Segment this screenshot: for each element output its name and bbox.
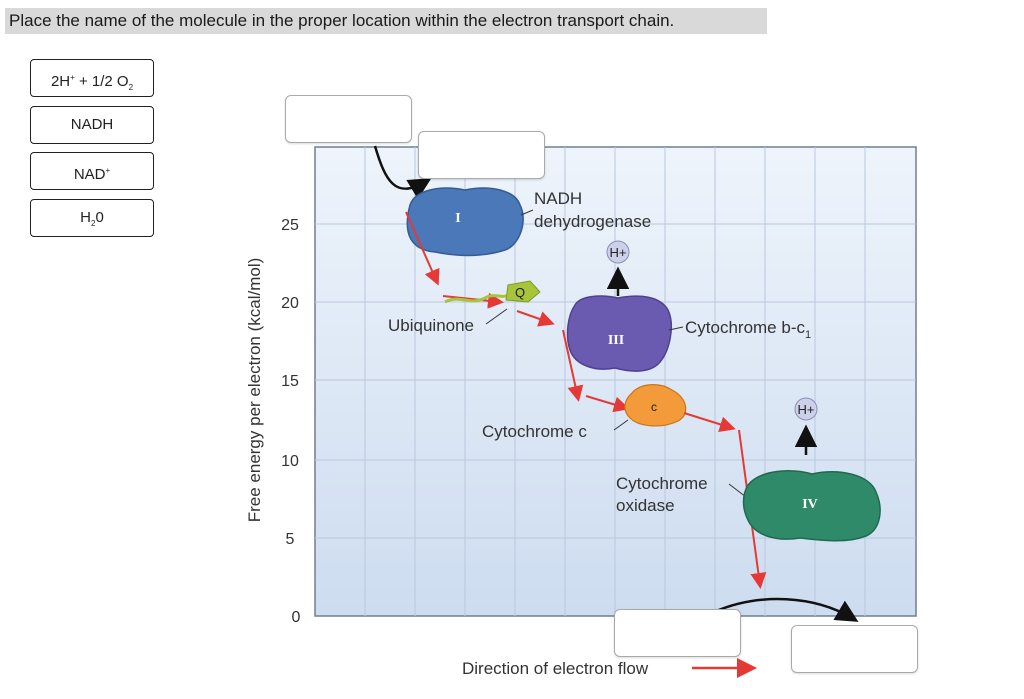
h-plus-label-1: H+ — [610, 245, 627, 260]
cytochrome-c-label: Cytochrome c — [482, 422, 587, 441]
ubiquinone-label: Ubiquinone — [388, 316, 474, 335]
drop-target-1[interactable] — [285, 95, 412, 143]
nadh-dehydrogenase-line2: dehydrogenase — [534, 212, 651, 231]
ytick-5: 5 — [286, 531, 295, 548]
ytick-10: 10 — [281, 453, 299, 470]
y-axis-label: Free energy per electron (kcal/mol) — [245, 258, 264, 523]
ytick-0: 0 — [292, 609, 301, 626]
ytick-20: 20 — [281, 295, 299, 312]
complex-iv-roman: IV — [802, 497, 818, 512]
ytick-25: 25 — [281, 217, 299, 234]
drop-target-3[interactable] — [614, 609, 741, 657]
complex-i-shape — [407, 188, 523, 255]
complex-iii-roman: III — [608, 333, 624, 348]
ytick-15: 15 — [281, 373, 299, 390]
q-label: Q — [515, 285, 525, 300]
cytochrome-oxidase-line1: Cytochrome — [616, 474, 708, 493]
drop-target-2[interactable] — [418, 131, 545, 179]
h-plus-label-2: H+ — [798, 402, 815, 417]
drop-target-4[interactable] — [791, 625, 918, 673]
cytochrome-bc1-text: Cytochrome b-c — [685, 318, 805, 337]
c-label: c — [651, 400, 657, 414]
direction-label: Direction of electron flow — [462, 659, 649, 678]
complex-i-roman: I — [455, 211, 460, 226]
cytochrome-bc1-sub: 1 — [805, 329, 811, 341]
cytochrome-oxidase-line2: oxidase — [616, 496, 675, 515]
nadh-dehydrogenase-line1: NADH — [534, 189, 582, 208]
